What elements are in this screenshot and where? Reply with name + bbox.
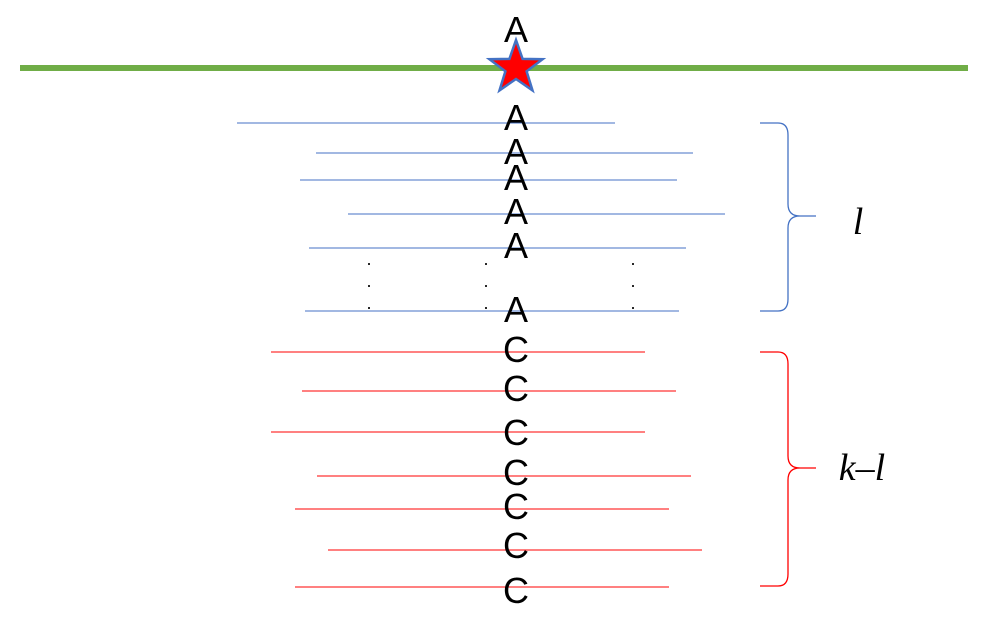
- ref-reads-brace: [760, 122, 816, 312]
- ellipsis-dot: .: [630, 271, 635, 291]
- ref-read-base: A: [504, 191, 528, 232]
- ellipsis-dot: .: [366, 271, 371, 291]
- ellipsis-dot: .: [630, 249, 635, 269]
- ellipsis-dot: .: [483, 293, 488, 313]
- alt-read-base: C: [503, 486, 529, 527]
- alt-reads-brace: [760, 351, 816, 587]
- alt-read-base: C: [503, 525, 529, 566]
- alt-read-base: C: [503, 368, 529, 409]
- ellipsis-dot: .: [366, 293, 371, 313]
- ellipsis-dot: .: [483, 249, 488, 269]
- alt-read-base: C: [503, 570, 529, 611]
- ref-read-base: A: [504, 97, 528, 138]
- ref-read-base: A: [504, 157, 528, 198]
- ellipsis-dot: .: [630, 293, 635, 313]
- ellipsis-dot: .: [366, 249, 371, 269]
- alt-read-base: C: [503, 412, 529, 453]
- ref-read-base: A: [504, 225, 528, 266]
- ellipsis-dot: .: [483, 271, 488, 291]
- ref-count-label: l: [853, 201, 864, 243]
- star-icon: [485, 36, 547, 94]
- ref-read-base: A: [504, 289, 528, 330]
- alt-read-base: C: [503, 329, 529, 370]
- alt-count-label: k–l: [839, 447, 885, 489]
- ref-read-base: A: [504, 131, 528, 172]
- alt-read-base: C: [503, 452, 529, 493]
- ellipsis-dots: .........: [366, 249, 635, 313]
